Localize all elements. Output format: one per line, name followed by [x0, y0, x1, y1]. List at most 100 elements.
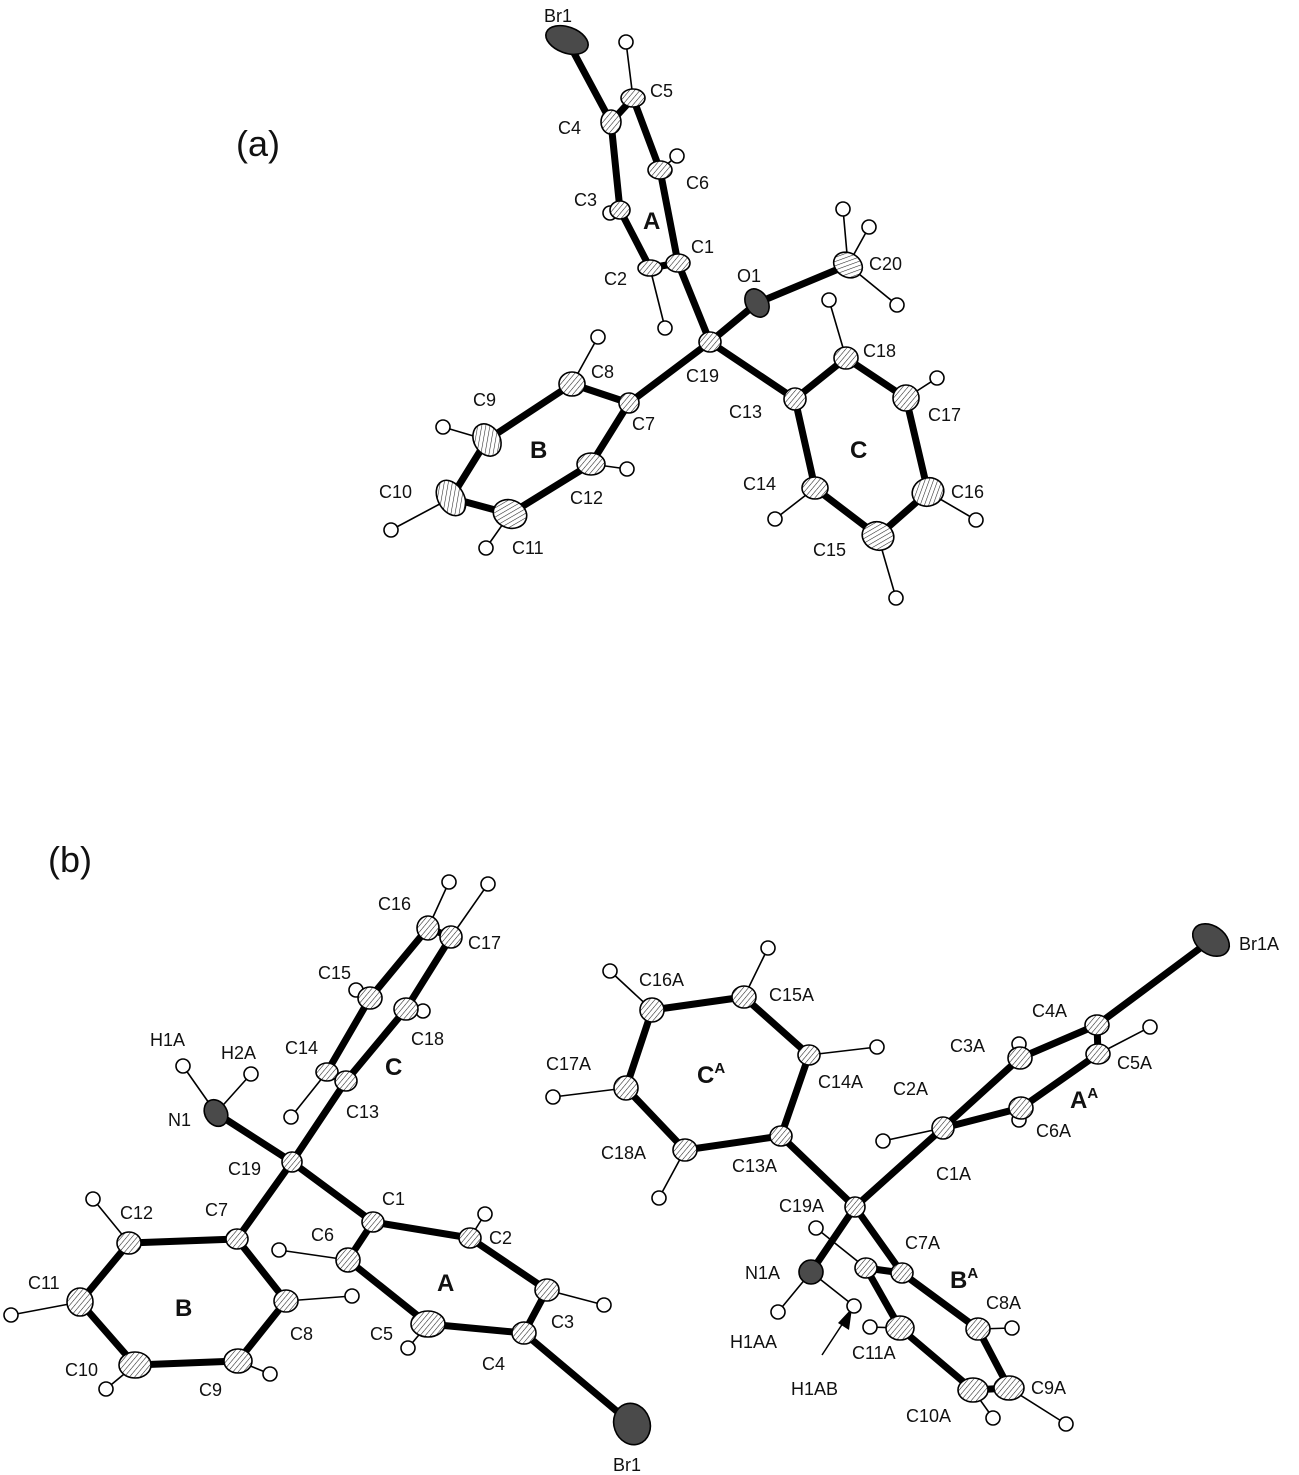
ring-label-a-b: B: [530, 437, 547, 464]
atom-labels-a: Br1 C5 C4 C6 C3 C1 C2 O1 C20 C8 C19 C18 …: [379, 6, 984, 560]
panel-label-b: (b): [48, 839, 92, 880]
atom-br1-b: [612, 1402, 652, 1446]
svg-text:C19A: C19A: [779, 1196, 824, 1216]
svg-text:C2: C2: [604, 269, 627, 289]
svg-text:C13: C13: [729, 402, 762, 422]
svg-text:C12: C12: [570, 488, 603, 508]
heavy-atoms-b-molecule-1: [66, 915, 652, 1446]
bonds-a: [390, 36, 977, 599]
ring-label-b-aa: AA: [1070, 1085, 1098, 1114]
hydrogen-atoms-b-molecule-1: [3, 874, 612, 1397]
svg-text:O1: O1: [737, 266, 761, 286]
svg-text:C10: C10: [65, 1360, 98, 1380]
svg-text:C15: C15: [318, 963, 351, 983]
svg-text:C6: C6: [686, 173, 709, 193]
svg-text:C19: C19: [228, 1159, 261, 1179]
ring-label-b-c: C: [385, 1054, 402, 1081]
svg-text:C5: C5: [370, 1324, 393, 1344]
ring-label-b-ba: BA: [950, 1265, 978, 1294]
svg-text:C5A: C5A: [1117, 1053, 1152, 1073]
ring-labels-b-molecule-1: C B A: [175, 1054, 454, 1322]
svg-text:C5: C5: [650, 81, 673, 101]
svg-text:C16: C16: [378, 894, 411, 914]
svg-text:C1A: C1A: [936, 1164, 971, 1184]
svg-text:C9A: C9A: [1031, 1378, 1066, 1398]
hydrogen-atoms-b-molecule-2: [545, 940, 1158, 1432]
svg-text:N1: N1: [168, 1110, 191, 1130]
svg-text:C16A: C16A: [639, 970, 684, 990]
svg-text:C2: C2: [489, 1228, 512, 1248]
svg-text:Br1: Br1: [544, 6, 572, 26]
atom-n1: [203, 1098, 229, 1128]
ring-label-b-ca: CA: [697, 1060, 725, 1089]
svg-text:C3A: C3A: [950, 1036, 985, 1056]
svg-text:C8A: C8A: [986, 1293, 1021, 1313]
svg-text:C14: C14: [743, 474, 776, 494]
ring-label-a-c: C: [850, 437, 867, 464]
svg-text:H1A: H1A: [150, 1030, 185, 1050]
svg-text:C13A: C13A: [732, 1156, 777, 1176]
svg-text:C11: C11: [28, 1273, 60, 1293]
svg-text:C7: C7: [632, 414, 655, 434]
svg-text:C11A: C11A: [852, 1343, 896, 1363]
svg-text:H2A: H2A: [221, 1043, 256, 1063]
bonds-b-molecule-2: [552, 936, 1215, 1425]
svg-text:C18A: C18A: [601, 1143, 646, 1163]
h1ab-arrow: [821, 1308, 852, 1356]
svg-text:N1A: N1A: [745, 1263, 780, 1283]
svg-text:C8: C8: [591, 362, 614, 382]
svg-text:C4: C4: [482, 1354, 505, 1374]
svg-text:C1: C1: [691, 237, 714, 257]
heavy-atoms-b-molecule-2: [613, 922, 1231, 1403]
svg-text:C16: C16: [951, 482, 984, 502]
atom-br1a: [1191, 922, 1231, 958]
heavy-atoms-a: [435, 24, 945, 552]
svg-text:C17: C17: [468, 933, 501, 953]
svg-text:C1: C1: [382, 1189, 405, 1209]
svg-text:C10: C10: [379, 482, 412, 502]
svg-text:C11: C11: [512, 538, 544, 558]
svg-text:C15A: C15A: [769, 985, 814, 1005]
atom-n1a: [798, 1259, 824, 1285]
atom-labels-b-molecule-2: C16A C15A Br1A C4A C3A C5A C17A C14A C2A…: [546, 934, 1279, 1426]
svg-text:C18: C18: [863, 341, 896, 361]
svg-text:C19: C19: [686, 366, 719, 386]
svg-text:C3: C3: [551, 1312, 574, 1332]
svg-text:C20: C20: [869, 254, 902, 274]
ring-label-b-b: B: [175, 1295, 192, 1322]
svg-text:Br1: Br1: [613, 1455, 641, 1475]
svg-text:C8: C8: [290, 1324, 313, 1344]
svg-text:C10A: C10A: [906, 1406, 951, 1426]
svg-text:C13: C13: [346, 1102, 379, 1122]
svg-text:C6A: C6A: [1036, 1121, 1071, 1141]
svg-text:C14: C14: [285, 1038, 318, 1058]
svg-text:Br1A: Br1A: [1239, 934, 1279, 954]
atom-br1-a: [545, 24, 589, 56]
svg-text:C12: C12: [120, 1203, 153, 1223]
svg-text:H1AB: H1AB: [791, 1379, 838, 1399]
svg-text:C6: C6: [311, 1225, 334, 1245]
ring-label-b-a: A: [437, 1270, 454, 1297]
svg-text:C2A: C2A: [893, 1079, 928, 1099]
svg-text:C14A: C14A: [818, 1072, 863, 1092]
panel-label-a: (a): [236, 123, 280, 164]
ring-labels-b-molecule-2: CA AA BA: [697, 1060, 1098, 1294]
atom-o1-a: [744, 288, 770, 318]
svg-text:C3: C3: [574, 190, 597, 210]
svg-text:C15: C15: [813, 540, 846, 560]
panel-b: (b): [3, 839, 1279, 1475]
panel-a: (a): [236, 6, 984, 606]
svg-text:C7: C7: [205, 1200, 228, 1220]
svg-text:C7A: C7A: [905, 1233, 940, 1253]
ring-labels-a: A B C: [530, 208, 867, 464]
svg-text:C18: C18: [411, 1029, 444, 1049]
svg-text:C4A: C4A: [1032, 1001, 1067, 1021]
svg-text:C9: C9: [473, 390, 496, 410]
hydrogen-atoms-a: [383, 34, 984, 606]
svg-text:C4: C4: [558, 118, 581, 138]
svg-text:C17A: C17A: [546, 1054, 591, 1074]
svg-text:H1AA: H1AA: [730, 1332, 777, 1352]
svg-text:C17: C17: [928, 405, 961, 425]
ring-label-a-a: A: [643, 208, 660, 235]
